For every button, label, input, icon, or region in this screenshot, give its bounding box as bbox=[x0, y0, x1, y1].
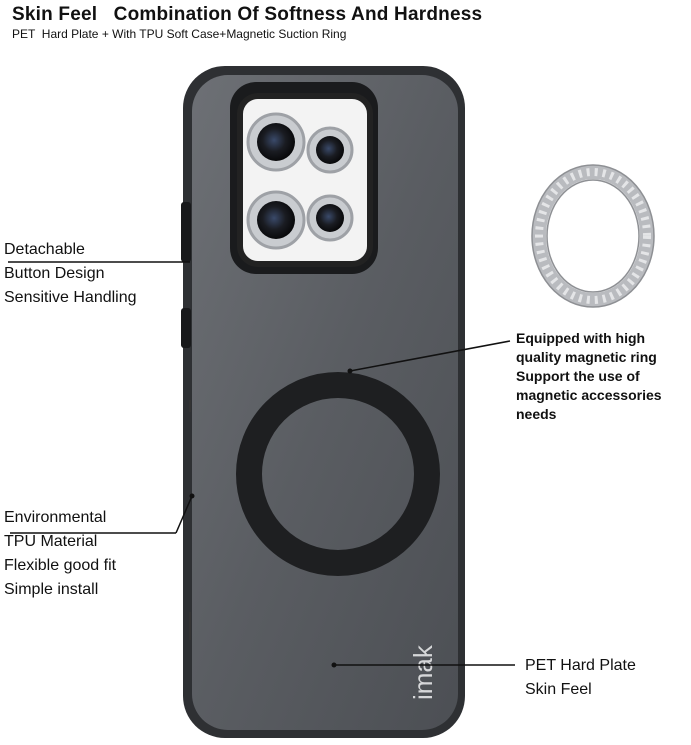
page-title: Skin Feel Combination Of Softness And Ha… bbox=[12, 4, 483, 25]
brand-logo: imak bbox=[408, 644, 438, 700]
magnetic-ring-callout: Equipped with high quality magnetic ring… bbox=[516, 330, 662, 422]
power-button bbox=[181, 308, 191, 348]
tpu-material-callout: Environmental TPU Material Flexible good… bbox=[4, 509, 117, 598]
button-design-callout: Detachable Button Design Sensitive Handl… bbox=[4, 241, 137, 306]
volume-button bbox=[181, 202, 191, 262]
page-subtitle: PET Hard Plate + With TPU Soft Case+Magn… bbox=[12, 27, 347, 41]
magnetic-ring bbox=[236, 372, 440, 576]
pet-plate-callout: PET Hard Plate Skin Feel bbox=[525, 657, 636, 698]
camera-module bbox=[230, 82, 378, 274]
silver-ring-accessory bbox=[531, 164, 655, 308]
callout-lines bbox=[8, 261, 515, 666]
